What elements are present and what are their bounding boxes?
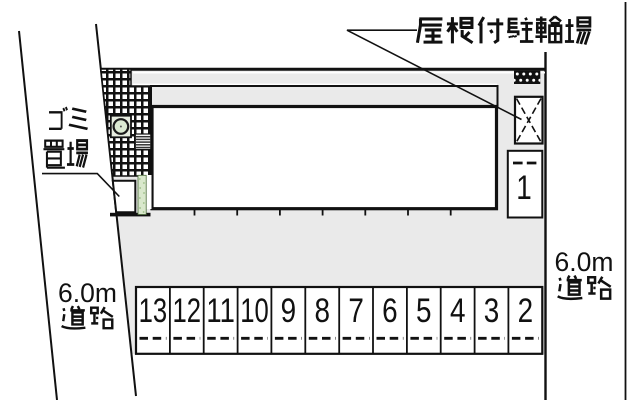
- svg-text:12: 12: [173, 292, 202, 330]
- svg-text:5: 5: [416, 292, 432, 330]
- svg-text:6: 6: [382, 292, 398, 330]
- svg-text:1: 1: [516, 169, 532, 207]
- svg-text:7: 7: [348, 292, 364, 330]
- svg-text:2: 2: [518, 292, 534, 330]
- svg-text:3: 3: [484, 292, 500, 330]
- svg-text:6.0m: 6.0m: [555, 247, 614, 277]
- svg-text:8: 8: [314, 292, 330, 330]
- svg-text:10: 10: [240, 292, 269, 330]
- svg-text:9: 9: [281, 292, 297, 330]
- svg-text:13: 13: [139, 292, 168, 330]
- svg-text:4: 4: [450, 292, 466, 330]
- svg-text:6.0m: 6.0m: [58, 278, 117, 308]
- svg-text:11: 11: [206, 292, 235, 330]
